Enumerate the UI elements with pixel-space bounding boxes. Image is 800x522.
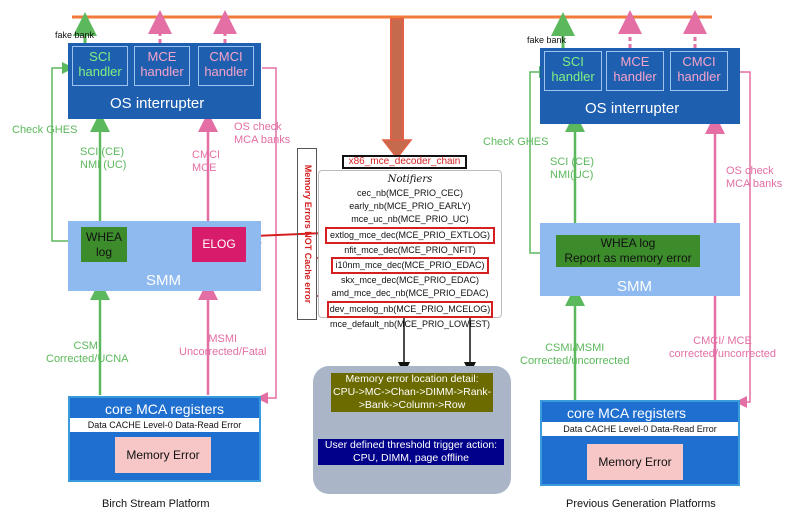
notifier-item: nfit_mce_dec(MCE_PRIO_NFIT) [344, 244, 476, 255]
memory-errors-vertical-label: Memory Errors NOT Cache error [297, 148, 317, 320]
right-fake-bank-label: fake bank [527, 35, 567, 45]
left-mca-registers: core MCA registers Data CACHE Level-0 Da… [68, 396, 261, 482]
right-smm-label: SMM [617, 278, 652, 295]
left-sci-handler: SCI handler [72, 46, 128, 86]
right-sci-handler: SCI handler [544, 51, 602, 91]
notifier-item-extlog: extlog_mce_dec(MCE_PRIO_EXTLOG) [325, 226, 495, 244]
left-csmi-label: CSMI Corrected/UCNA [46, 340, 129, 365]
bus-to-decoder-arrow [381, 18, 413, 160]
right-cmci-label: CMCI/ MCE corrected/uncorrected [669, 335, 776, 360]
left-os-check-label: OS check MCA banks [234, 121, 291, 146]
notifier-item-i10nm: i10nm_mce_dec(MCE_PRIO_EDAC) [331, 257, 489, 275]
right-smm-block: WHEA log Report as memory error SMM [540, 223, 740, 296]
right-mca-title: core MCA registers [567, 405, 687, 421]
right-mca-subtitle: Data CACHE Level-0 Data-Read Error [542, 422, 738, 436]
left-mca-subtitle: Data CACHE Level-0 Data-Read Error [70, 418, 259, 432]
left-smm-label: SMM [146, 272, 181, 289]
right-os-interrupter: SCI handler MCE handler CMCI handler OS … [540, 48, 740, 124]
right-csmi-label: CSMI/MSMI Corrected/uncorrected [520, 342, 630, 367]
left-check-ghes-label: Check GHES [12, 124, 78, 136]
right-whea-log: WHEA log Report as memory error [556, 235, 700, 267]
left-os-interrupter: SCI handler MCE handler CMCI handler OS … [68, 43, 261, 119]
left-cmci-mce-label: CMCI MCE [192, 149, 221, 174]
notifier-item: skx_mce_dec(MCE_PRIO_EDAC) [340, 275, 480, 286]
right-mce-handler: MCE handler [606, 51, 664, 91]
notifier-item: mce_default_nb(MCE_PRIO_LOWEST) [329, 318, 491, 329]
right-os-check-label: OS check MCA banks [726, 165, 783, 190]
notifiers-title: Notifiers [387, 174, 433, 185]
left-mce-handler: MCE handler [134, 46, 190, 86]
right-cmci-handler: CMCI handler [670, 51, 728, 91]
left-elog: ELOG [192, 227, 246, 262]
right-footer: Previous Generation Platforms [566, 498, 716, 510]
left-fake-bank-label: fake bank [55, 30, 95, 40]
threshold-action-text: User defined threshold trigger action: C… [318, 439, 504, 465]
right-os-interrupter-label: OS interrupter [585, 100, 680, 117]
decoder-chain-title: x86_mce_decoder_chain [342, 155, 467, 169]
left-mca-title: core MCA registers [105, 401, 225, 417]
location-detail-panel: Memory error location detail: CPU->MC->C… [313, 366, 511, 494]
notifier-item: amd_mce_dec_nb(MCE_PRIO_EDAC) [331, 288, 489, 299]
right-mca-registers: core MCA registers Data CACHE Level-0 Da… [540, 400, 740, 486]
notifiers-panel: Notifiers cec_nb(MCE_PRIO_CEC) early_nb(… [318, 170, 502, 329]
left-os-interrupter-label: OS interrupter [110, 95, 205, 112]
right-check-ghes-label: Check GHES [483, 136, 549, 148]
left-msmi-label: MSMI Uncorrected/Fatal [179, 333, 267, 358]
notifier-item: early_nb(MCE_PRIO_EARLY) [349, 201, 471, 212]
left-smm-block: WHEA log ELOG SMM [68, 221, 261, 291]
notifier-item: mce_uc_nb(MCE_PRIO_UC) [351, 214, 469, 225]
location-detail-text: Memory error location detail: CPU->MC->C… [331, 373, 494, 412]
left-sci-nmi-label: SCI (CE) NMI (UC) [80, 146, 127, 171]
left-cmci-handler: CMCI handler [198, 46, 254, 86]
notifier-item: cec_nb(MCE_PRIO_CEC) [356, 188, 464, 198]
memory-errors-vertical-text: Memory Errors NOT Cache error [303, 164, 313, 304]
notifier-item-dev-mcelog: dev_mcelog_nb(MCE_PRIO_MCELOG) [327, 300, 493, 318]
left-footer: Birch Stream Platform [102, 498, 210, 510]
right-memory-error: Memory Error [587, 444, 683, 480]
left-whea-log: WHEA log [81, 227, 127, 262]
right-sci-nmi-label: SCI (CE) NMI(UC) [550, 156, 594, 181]
left-memory-error: Memory Error [115, 437, 211, 473]
